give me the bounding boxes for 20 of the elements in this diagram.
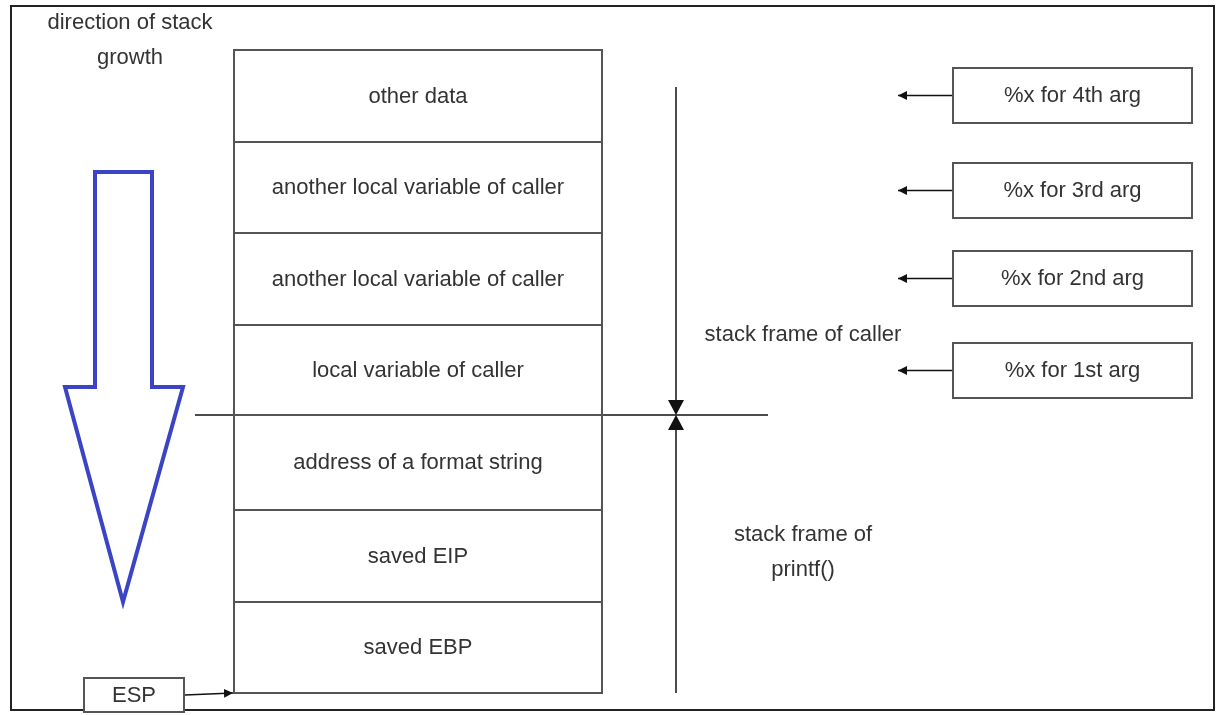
stack-cell: another local variable of caller [233,232,603,326]
arrow [897,186,953,195]
register-box: ESP [83,677,185,713]
arrow [897,91,953,100]
stack-cell: local variable of caller [233,324,603,416]
arrow [897,274,953,283]
annotation-text: stack frame of printf() [732,520,874,584]
stack-cell: address of a format string [233,414,603,511]
format-specifier-box: %x for 1st arg [952,342,1193,399]
annotation-text: direction of stack growth [46,8,214,72]
stack-cell: another local variable of caller [233,141,603,234]
arrow [184,688,234,698]
arrow [897,366,953,375]
format-specifier-box: %x for 4th arg [952,67,1193,124]
format-specifier-box: %x for 3rd arg [952,162,1193,219]
format-specifier-box: %x for 2nd arg [952,250,1193,307]
stack-cell: saved EIP [233,509,603,603]
annotation-text: stack frame of caller [703,320,903,348]
stack-cell: saved EBP [233,601,603,694]
stack-cell: other data [233,49,603,143]
